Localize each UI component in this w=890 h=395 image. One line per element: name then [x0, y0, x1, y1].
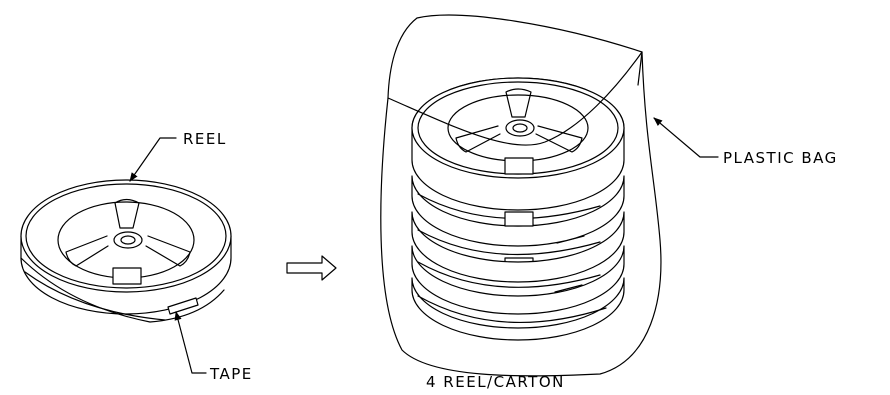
carton-caption: 4 REEL/CARTON [426, 373, 565, 391]
reel-stack [387, 51, 643, 341]
tape-label: TAPE [209, 365, 253, 383]
reel-label: REEL [183, 130, 227, 148]
reel-callout: REEL [129, 130, 227, 182]
single-reel [20, 179, 232, 323]
plastic-bag-callout: PLASTIC BAG [653, 117, 838, 167]
process-arrow-icon [286, 255, 337, 281]
tape-callout: TAPE [174, 311, 253, 383]
plastic-bag [380, 14, 662, 377]
plastic-bag-label: PLASTIC BAG [723, 149, 838, 167]
